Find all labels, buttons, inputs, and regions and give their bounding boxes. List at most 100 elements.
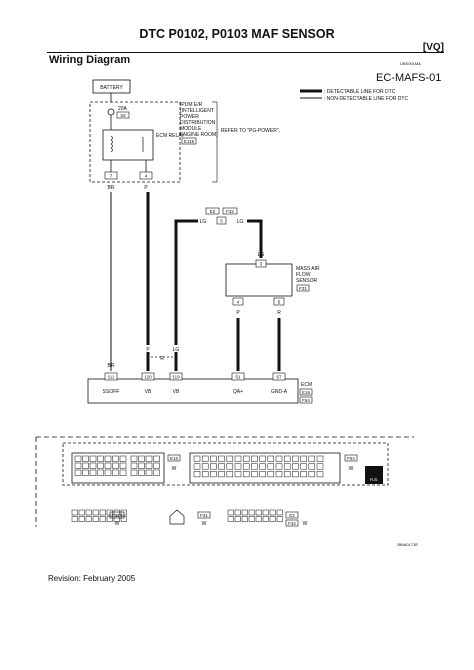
connector-cavity [283,463,291,470]
connector-cavity [145,455,153,462]
connector-cavity [112,469,119,476]
connector-cavity [242,463,250,470]
maf-pin: 4 [237,300,240,305]
connector-cavity [119,469,127,476]
maf-sensor-box [225,263,293,297]
section-title: Wiring Diagram [49,54,131,66]
junction-connector-box [205,207,220,215]
maf-connector-box [296,284,310,292]
ecm-connector: F54 [302,398,310,403]
connector-f31-face [169,509,185,525]
connector-cavity [283,471,291,478]
connector-cavity [316,455,324,462]
junction-pin-box [216,216,227,225]
connector-cavity [300,463,307,470]
ecm-signal: GND-A [271,389,288,395]
connector-cavity [308,455,316,462]
connector-cavity [112,455,119,462]
connector-detail-frame [62,442,389,486]
connector-cavity [251,463,258,470]
connector-id: E2 [289,513,295,518]
ecm-signal: SSOFF [103,389,120,395]
relay-coil-icon [110,135,113,153]
connector-cavity [275,471,283,478]
connector-cavity [138,455,145,462]
connector-cavity [97,469,104,476]
wire-color-br: BR [108,363,115,369]
wire-color-p: P [144,185,148,191]
connector-cavity [113,516,120,522]
maf-label: MASS AIR FLOW SENSOR [296,266,321,284]
diagram-code: UBS00LMA [400,61,421,66]
connector-cavity [74,462,82,469]
fuse-icon [107,108,115,116]
connector-cavity [218,471,225,478]
connector-cavity [269,509,276,516]
wire-color-p: P [236,363,240,369]
ecm-pin: 51 [235,375,241,380]
connector-cavity [248,509,255,516]
page-title: DTC P0102, P0103 MAF SENSOR [139,27,335,41]
connector-cavity [248,516,255,522]
ipdm-pin: 7 [110,174,113,179]
connector-cavity [201,463,209,470]
connector-cavity [255,509,262,516]
wire-color-lg: LG [258,252,265,258]
connector-cavity [275,455,283,462]
connector-cavity [89,455,97,462]
connector-e2-cavities [227,509,283,522]
connector-cavity [218,463,225,470]
fuse-rating: 20A [118,106,128,112]
connector-cavity [218,455,225,462]
connector-cavity [308,463,316,470]
connector-id-box [167,454,181,462]
connector-cavity [153,462,160,469]
refer-note: : REFER TO "PG-POWER". [218,128,280,134]
connector-cavity [130,462,138,469]
connector-cavity [259,463,266,470]
connector-cavity [276,516,283,522]
junction-connector: F32 [226,209,234,214]
connector-cavity [234,509,241,516]
ipdm-connector: E119 [184,139,195,144]
connector-cavity [145,462,153,469]
connector-cavity [92,509,99,516]
connector-cavity [242,471,250,478]
maf-pin: 3 [260,262,263,267]
maf-connector: F31 [299,286,307,291]
connector-cavity [201,471,209,478]
ipdm-pin-box [104,171,118,180]
connector-cavity [82,462,89,469]
connector-cavity [74,455,82,462]
ecm-pin-box [169,372,183,381]
connector-cavity [82,455,89,462]
connector-cavity [234,516,241,522]
ecm-connector: E16 [302,390,311,395]
connector-cavity [262,516,269,522]
connector-cavity [82,469,89,476]
ecm-pin: 119 [172,375,180,380]
connector-cavity [89,462,97,469]
ecm-signal: QA+ [233,389,243,395]
connector-cavity [227,516,234,522]
connector-cavity [267,471,275,478]
maf-pin-box [273,297,285,306]
diagram-id: EC-MAFS-01 [376,72,441,84]
legend-non-detectable: : NON-DETECTABLE LINE FOR DTC [324,96,408,102]
battery-label: BATTERY [100,85,123,91]
connector-cavity [145,469,153,476]
hs-label: H.S. [370,477,379,482]
connector-cavity [292,463,299,470]
connector-id-box [285,511,299,519]
connector-cavity [226,471,234,478]
connector-e16-cavities [74,455,160,476]
wire-color-p: P [236,310,240,316]
connector-cavity [97,455,104,462]
connector-cavity [112,462,119,469]
fuse-number-box [116,111,130,119]
connector-cavity [119,455,127,462]
ecm-pin-box [141,372,155,381]
connector-cavity [99,509,106,516]
connector-cavity [226,455,234,462]
connector-id: F54 [347,456,355,461]
